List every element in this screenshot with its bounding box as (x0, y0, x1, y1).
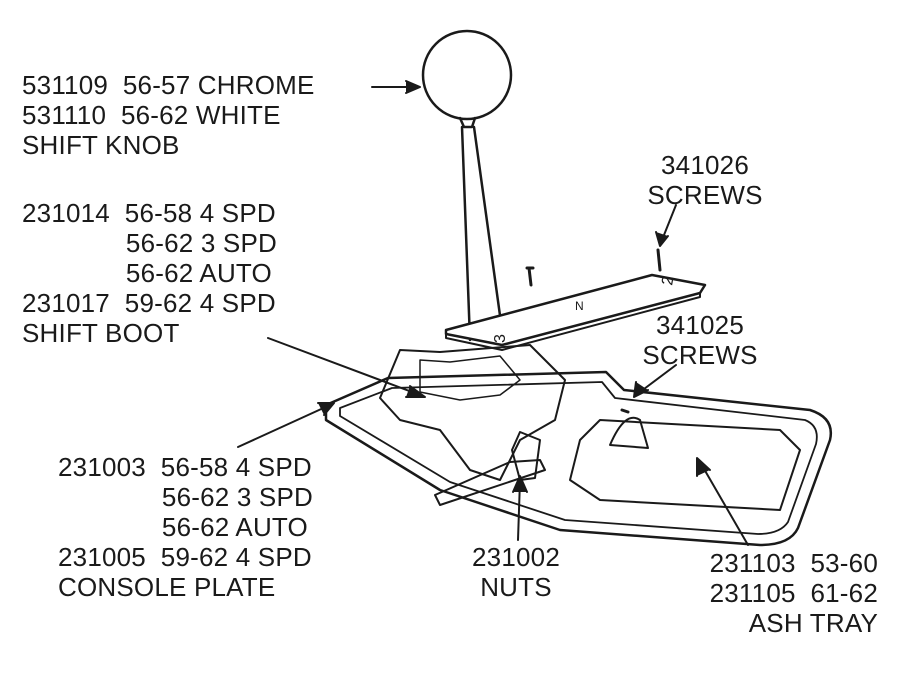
console-plate-drawing (324, 370, 833, 547)
screw-drawing (656, 248, 662, 272)
gear-2-mark: 2 (659, 275, 677, 287)
part-name: SCREWS (647, 180, 763, 210)
part-line: 56-62 3 SPD (22, 228, 277, 258)
shift-boot-label: 231014 56-58 4 SPD 56-62 3 SPD 56-62 AUT… (22, 198, 277, 348)
part-line: 531110 56-62 WHITE (22, 100, 281, 130)
part-line: 56-62 3 SPD (58, 482, 313, 512)
screw-drawing (525, 266, 535, 287)
part-name: CONSOLE PLATE (58, 572, 276, 602)
part-line: 231014 56-58 4 SPD (22, 198, 276, 228)
part-name: SHIFT BOOT (22, 318, 180, 348)
part-name: ASH TRAY (748, 608, 878, 638)
shift-knob-drawing (421, 29, 513, 121)
gear-n-mark: N (575, 299, 584, 313)
part-line: 56-62 AUTO (22, 258, 272, 288)
part-number: 231002 (472, 542, 560, 572)
part-line: 531109 56-57 CHROME (22, 70, 315, 100)
part-name: NUTS (480, 572, 552, 602)
part-name: SCREWS (642, 340, 758, 370)
leader-arrows (237, 80, 749, 546)
part-number: 341025 (656, 310, 744, 340)
part-line: 231103 53-60 (709, 548, 878, 578)
part-line: 231003 56-58 4 SPD (58, 452, 312, 482)
part-line: 56-62 AUTO (58, 512, 308, 542)
screw-drawing (620, 408, 630, 414)
part-line: 231105 61-62 (709, 578, 878, 608)
part-name: SHIFT KNOB (22, 130, 180, 160)
part-number: 341026 (661, 150, 749, 180)
shift-lever-drawing (458, 116, 504, 342)
gear-3-mark: 3 (492, 334, 509, 343)
console-plate-label: 231003 56-58 4 SPD 56-62 3 SPD 56-62 AUT… (58, 452, 313, 602)
ash-tray-drawing (569, 419, 801, 511)
part-line: 231017 59-62 4 SPD (22, 288, 276, 318)
part-line: 231005 59-62 4 SPD (58, 542, 312, 572)
